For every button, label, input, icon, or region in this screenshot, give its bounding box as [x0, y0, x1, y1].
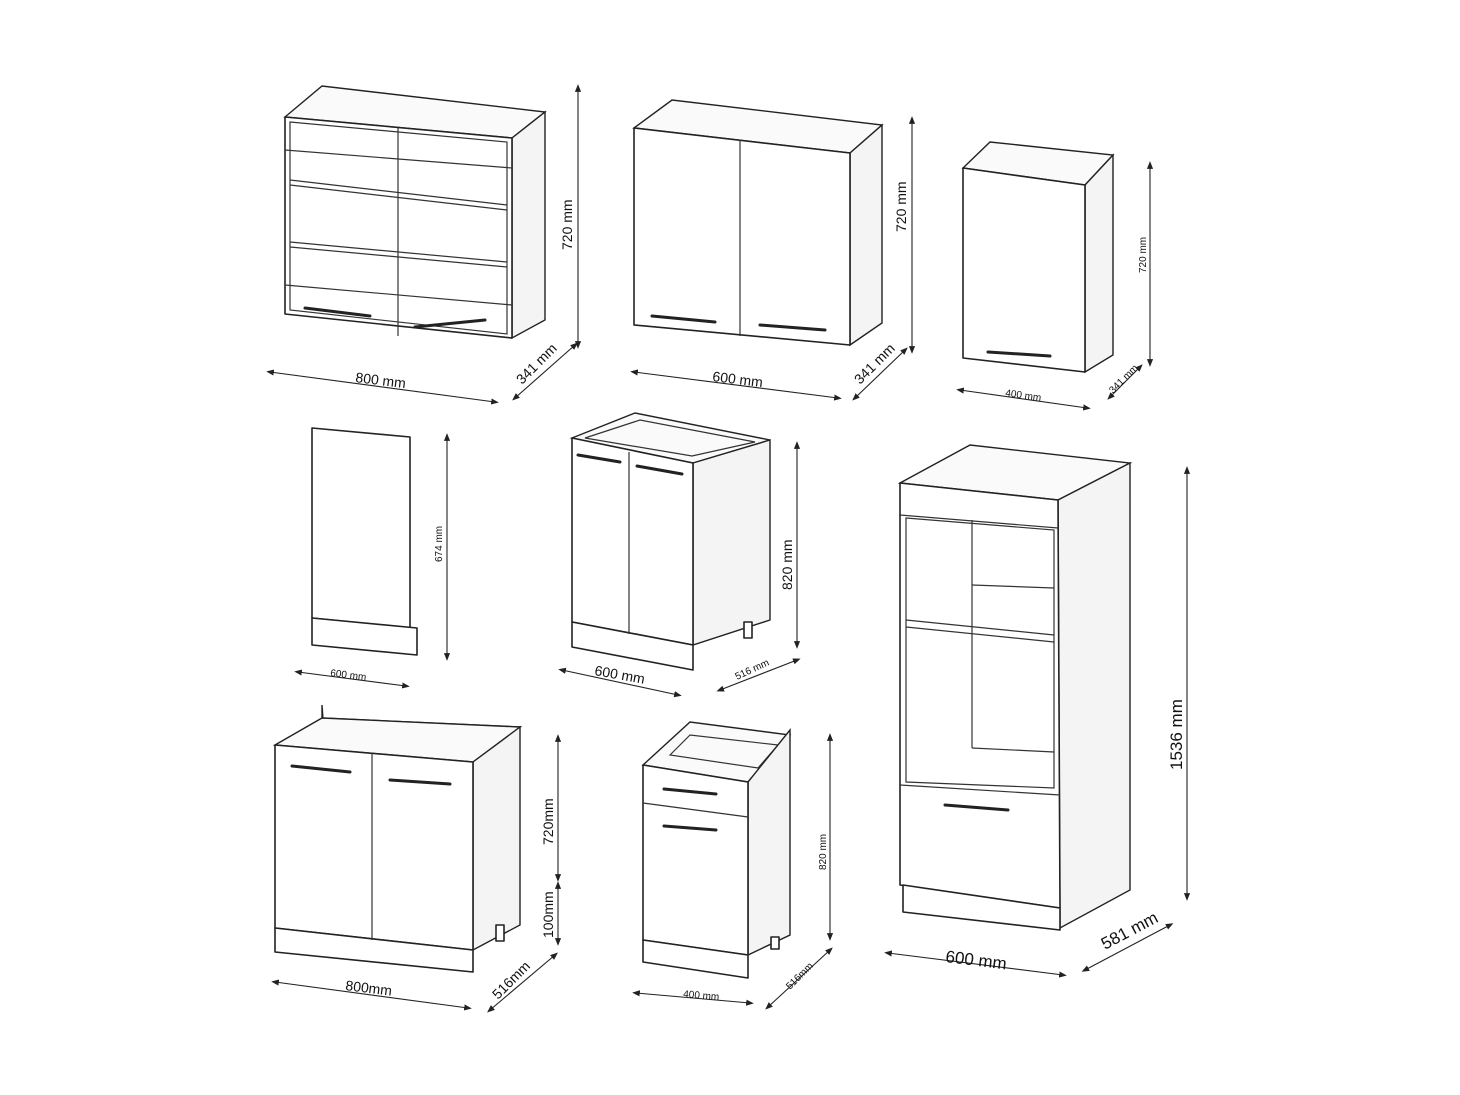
- tall-oven-cabinet: 1536 mm 600 mm 581 mm: [884, 444, 1191, 978]
- depth-label: 341 mm: [1107, 363, 1140, 396]
- height-label: 1536 mm: [1167, 699, 1186, 770]
- depth-label: 516 mm: [734, 657, 771, 682]
- depth-label: 516mm: [784, 961, 815, 992]
- height-label: 720 mm: [1138, 237, 1149, 273]
- drawer-base-cabinet: 820 mm 400 mm 516mm: [632, 721, 834, 1010]
- depth-label: 341 mm: [513, 340, 560, 387]
- height-label: 720 mm: [559, 199, 575, 250]
- width-label: 600 mm: [712, 368, 764, 390]
- base-cabinet-two-door: 820 mm 600 mm 516 mm: [558, 412, 801, 698]
- glass-wall-cabinet: 800 mm 341 mm 720 mm: [266, 84, 582, 405]
- height-label: 720mm: [540, 798, 556, 845]
- wall-cabinet-two-door: 600 mm 341 mm 720 mm: [630, 99, 916, 401]
- width-label: 400 mm: [1005, 388, 1042, 404]
- height-label: 820 mm: [818, 834, 829, 870]
- plinth-height-label: 100mm: [540, 891, 556, 938]
- width-label: 800mm: [345, 977, 393, 999]
- height-label: 820 mm: [779, 539, 795, 590]
- wall-cabinet-single: 400 mm 341 mm 720 mm: [956, 141, 1154, 411]
- sink-base-cabinet: 720mm 100mm 800mm 516mm: [271, 704, 562, 1013]
- height-label: 674 mm: [434, 526, 445, 562]
- width-label: 600 mm: [330, 668, 367, 683]
- width-label: 600 mm: [945, 947, 1008, 973]
- width-label: 800 mm: [355, 369, 407, 391]
- width-label: 600 mm: [593, 662, 646, 687]
- width-label: 400 mm: [683, 989, 720, 1003]
- dishwasher-panel: 674 mm 600 mm: [294, 427, 451, 689]
- height-label: 720 mm: [893, 181, 909, 232]
- depth-label: 516mm: [489, 958, 533, 1002]
